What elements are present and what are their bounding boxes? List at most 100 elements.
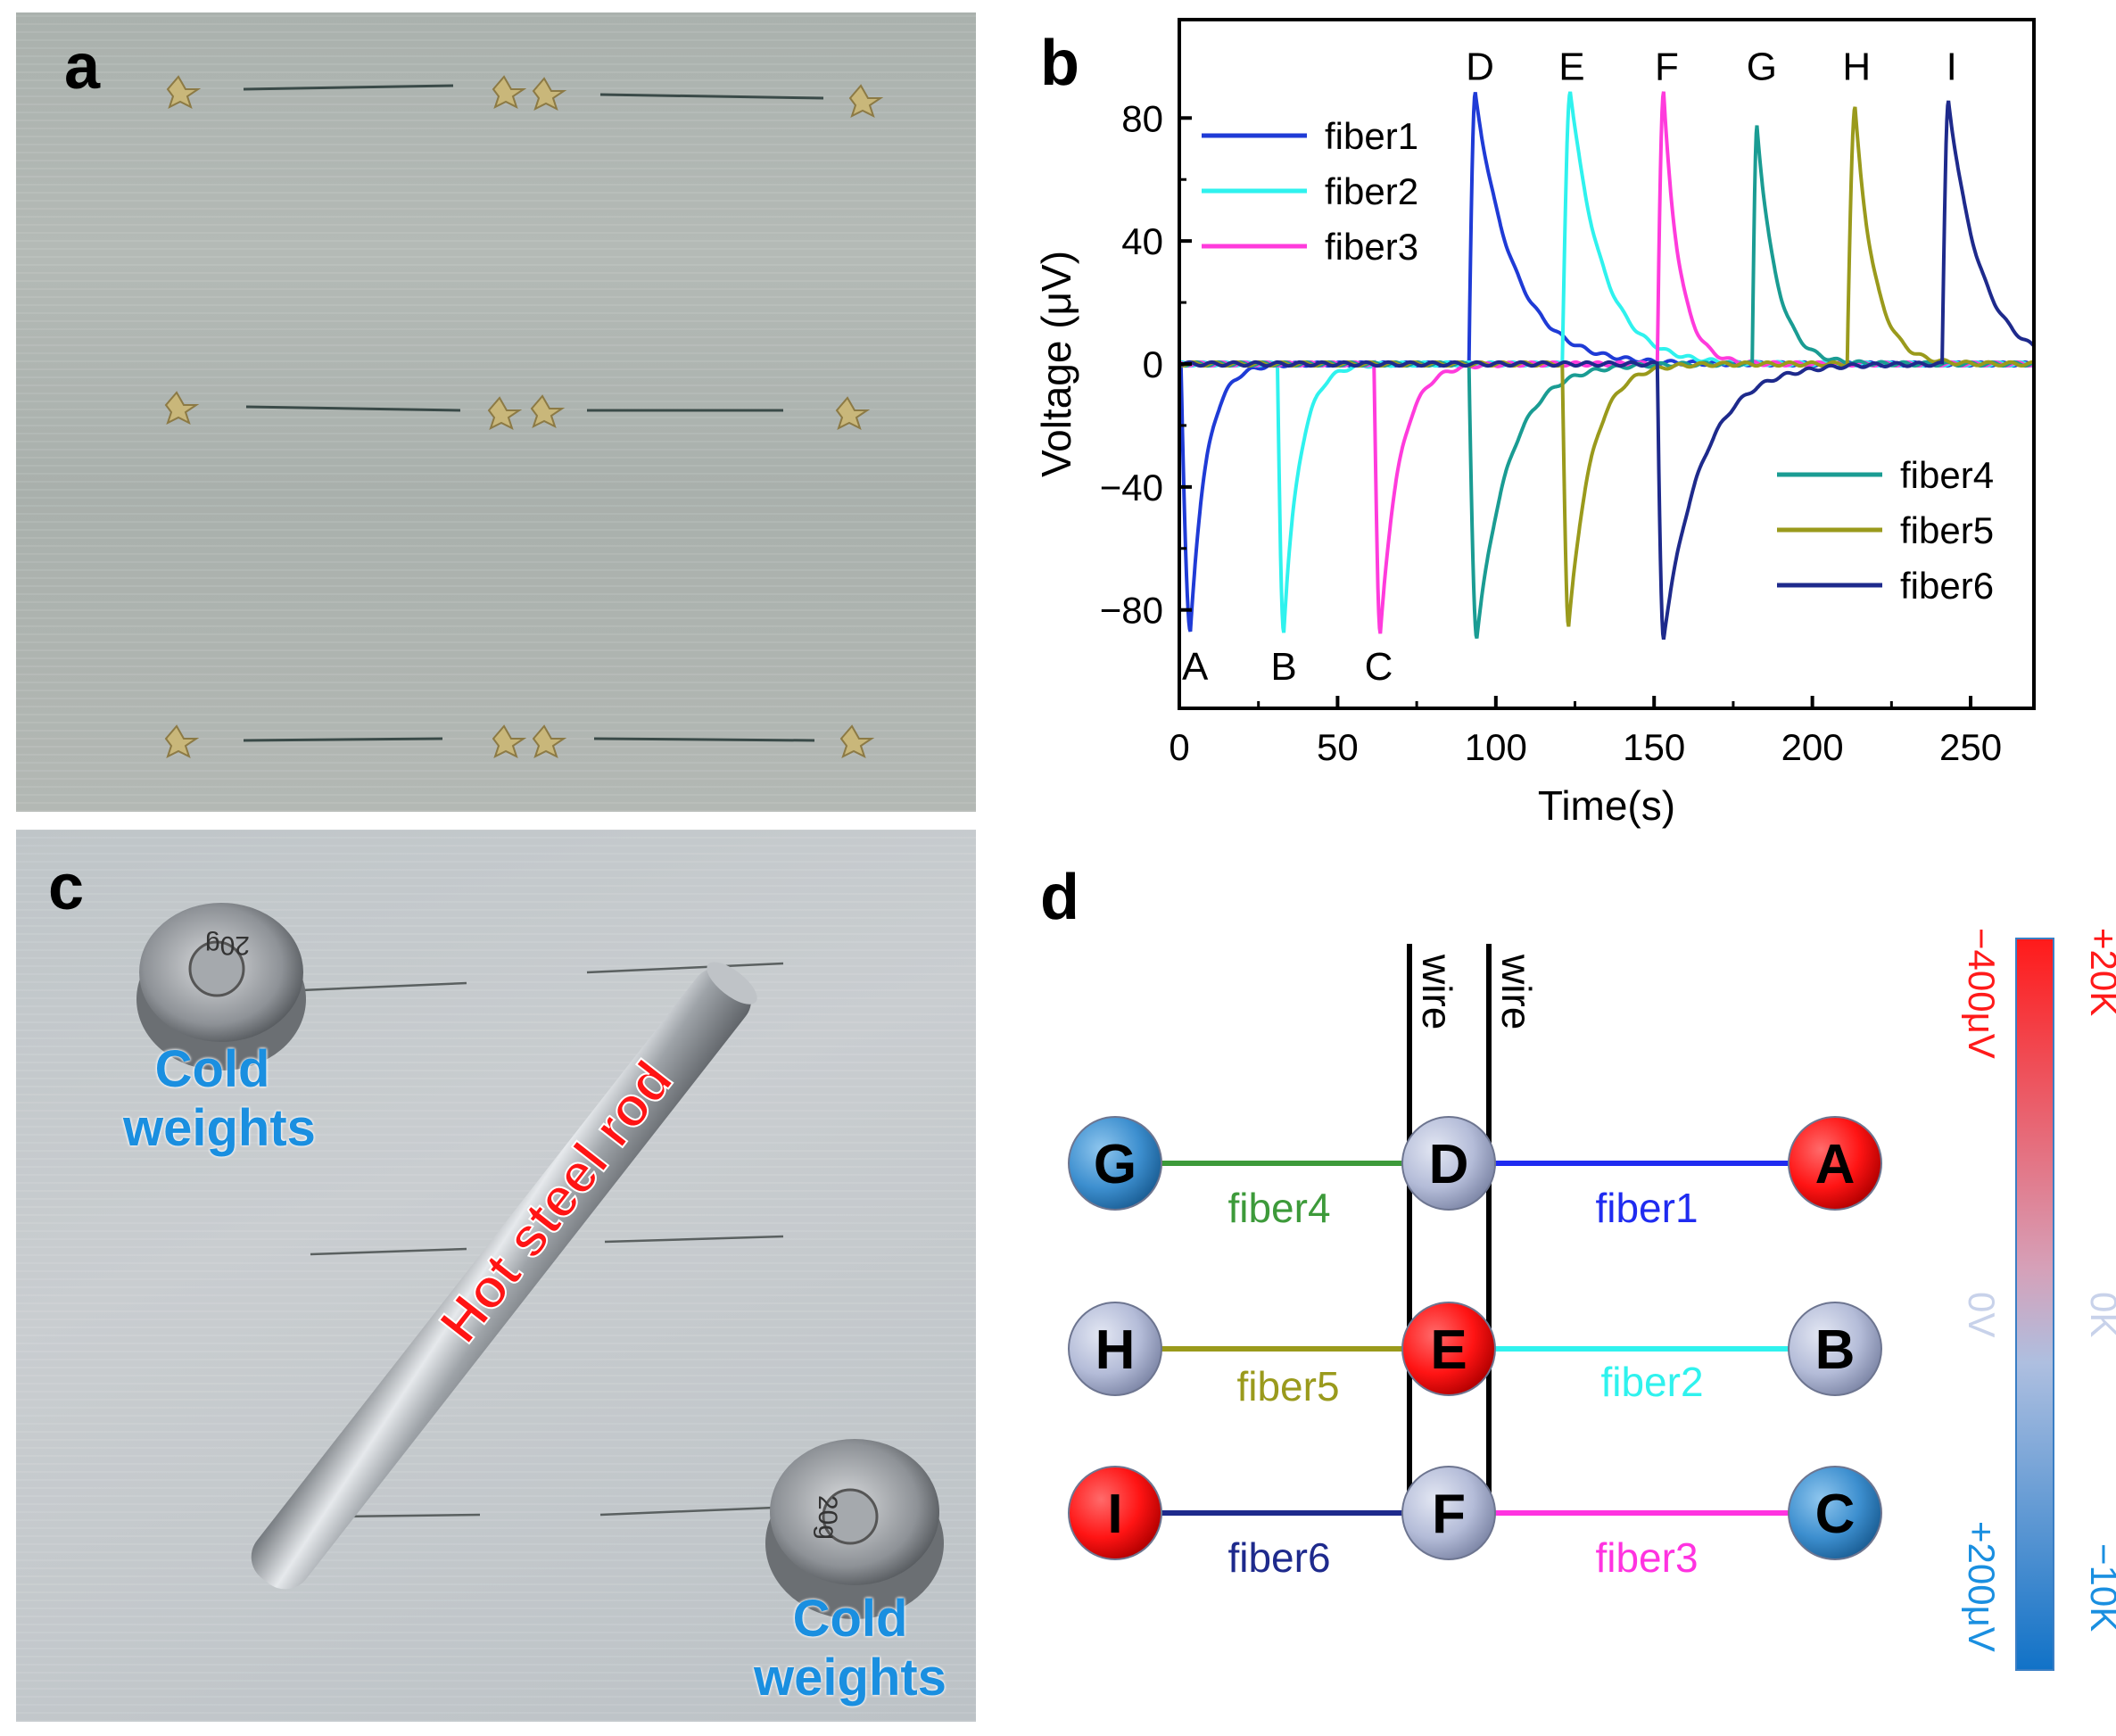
series-group [1179, 91, 2034, 640]
colorbar-right-mid: 0K [2083, 1292, 2116, 1337]
node-label-F: F [1432, 1484, 1466, 1545]
knot [166, 75, 202, 109]
knot [532, 77, 567, 111]
peak-label-A: A [1182, 645, 1209, 689]
peak-label-H: H [1842, 45, 1871, 89]
photo-objects: 20g 20g Hot steel rod [136, 903, 944, 1619]
node-B [1788, 1302, 1882, 1396]
node-D [1401, 1116, 1496, 1211]
fiber-segment [245, 405, 461, 412]
fiber-segment [310, 1247, 467, 1256]
weight-marking-top: 20g [205, 930, 250, 960]
weight-bottom [765, 1439, 944, 1619]
fiber6-label: fiber6 [1227, 1534, 1330, 1581]
colorbar-left-mid: 0V [1961, 1292, 2003, 1337]
knot [530, 394, 566, 428]
fiber-segment [336, 1513, 481, 1518]
node-G [1068, 1116, 1162, 1211]
x-tick-label: 100 [1465, 726, 1527, 768]
node-label-B: B [1815, 1319, 1856, 1381]
fiber-segment [599, 93, 824, 100]
series-line-fiber4 [1179, 125, 2034, 640]
y-tick-label: 0 [1143, 343, 1163, 385]
colorbar-right-bottom: −10K [2083, 1543, 2116, 1632]
fiber4-label: fiber4 [1227, 1185, 1330, 1231]
fiber-network-diagram: wire wire fiber4 fiber1 fiber5 fiber2 fi… [1068, 928, 2116, 1671]
colorbar-right-top: +20K [2083, 928, 2116, 1016]
node-label-E: E [1430, 1319, 1467, 1381]
weight-marking-bottom: 20g [813, 1495, 842, 1540]
peak-label-G: G [1747, 45, 1777, 89]
legend-label-fiber6: fiber6 [1900, 565, 1994, 607]
knot [532, 724, 567, 758]
panel-label-a: a [64, 31, 101, 103]
node-label-A: A [1815, 1134, 1856, 1195]
fiber-segment [243, 84, 454, 91]
panel-label-b: b [1040, 28, 1079, 99]
fiber-segment [301, 981, 467, 992]
series-line-fiber6 [1179, 100, 2034, 640]
fiber5-label: fiber5 [1236, 1363, 1339, 1409]
wire-label-left: wire [1414, 954, 1460, 1029]
fiber1-label: fiber1 [1595, 1185, 1698, 1231]
panel-label-d: d [1040, 862, 1079, 933]
legend-2: fiber4 fiber5 fiber6 [1777, 454, 1994, 607]
colorbar [2015, 938, 2054, 1671]
peak-label-I: I [1947, 45, 1957, 89]
fiber3-label: fiber3 [1595, 1534, 1698, 1581]
cold-weights-label-top: Cold weights [123, 1040, 316, 1157]
y-axis-label: Voltage (μV) [1033, 251, 1079, 477]
rod-label: Hot steel rod [428, 1050, 685, 1354]
steel-rod [251, 962, 757, 1590]
legend-label-fiber3: fiber3 [1325, 226, 1418, 268]
peak-label-D: D [1466, 45, 1494, 89]
y-tick-label: 80 [1121, 97, 1163, 139]
peak-label-E: E [1558, 45, 1584, 89]
knot [164, 391, 200, 425]
photo-fabric-fibers: a [16, 12, 976, 812]
cold-weights-label-bottom: Cold weights [754, 1590, 946, 1707]
knot [848, 84, 884, 118]
legend-label-fiber4: fiber4 [1900, 454, 1994, 496]
colorbar-left-top: −400μV [1961, 928, 2003, 1059]
legend-label-fiber2: fiber2 [1325, 170, 1418, 212]
x-tick-label: 250 [1939, 726, 2002, 768]
fiber2-label: fiber2 [1600, 1359, 1703, 1405]
panel-label-c: c [48, 852, 85, 923]
node-label-I: I [1107, 1484, 1122, 1545]
wire-label-right: wire [1493, 954, 1540, 1029]
fiber-segment [593, 737, 815, 742]
y-tick-label: 40 [1121, 220, 1163, 262]
fiber-stitches [164, 75, 884, 758]
node-E [1401, 1302, 1496, 1396]
x-tick-label: 0 [1169, 726, 1189, 768]
legend-label-fiber1: fiber1 [1325, 115, 1418, 157]
x-tick-label: 150 [1623, 726, 1685, 768]
node-H [1068, 1302, 1162, 1396]
knot [492, 724, 527, 758]
y-tick-label: −40 [1100, 467, 1163, 508]
x-tick-label: 200 [1781, 726, 1844, 768]
fiber-segment [586, 962, 784, 974]
x-tick-label: 50 [1317, 726, 1359, 768]
node-label-G: G [1094, 1134, 1137, 1195]
fiber-segment [599, 1506, 775, 1517]
fiber-segment [243, 737, 443, 742]
legend-label-fiber5: fiber5 [1900, 509, 1994, 551]
node-label-D: D [1429, 1134, 1469, 1195]
knot [164, 724, 200, 758]
knot [835, 396, 871, 430]
peak-label-C: C [1365, 645, 1393, 689]
node-C [1788, 1466, 1882, 1560]
peak-label-B: B [1270, 645, 1296, 689]
node-F [1401, 1466, 1496, 1560]
node-A [1788, 1116, 1882, 1211]
peak-label-F: F [1655, 45, 1679, 89]
node-I [1068, 1466, 1162, 1560]
x-axis-label: Time(s) [1538, 782, 1675, 829]
node-label-H: H [1095, 1319, 1136, 1381]
knot [487, 396, 523, 430]
knot [492, 75, 527, 109]
y-tick-label: −80 [1100, 590, 1163, 632]
